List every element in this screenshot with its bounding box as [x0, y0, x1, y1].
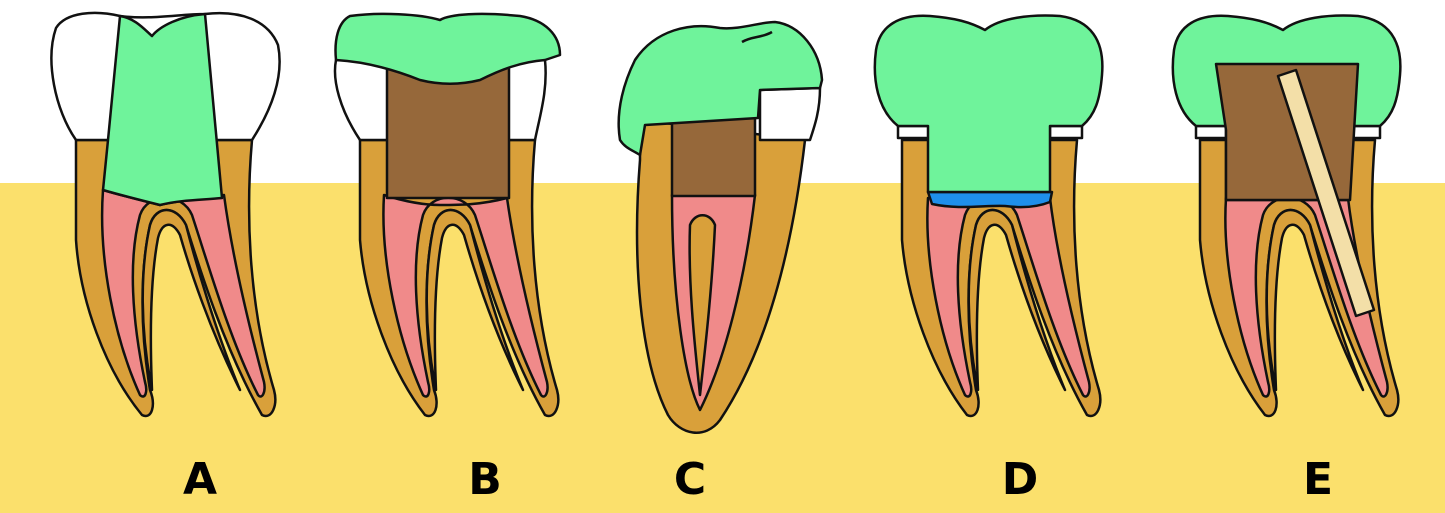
label-d: D [1002, 454, 1039, 505]
tooth-c-enamel [760, 88, 820, 140]
tooth-e-enamel-left [1196, 126, 1228, 138]
label-b: B [468, 454, 502, 505]
tooth-d-enamel-right [1050, 126, 1082, 138]
label-a: A [183, 454, 217, 505]
tooth-d-enamel-left [898, 126, 930, 138]
tooth-d-liner [928, 192, 1052, 207]
label-e: E [1303, 454, 1333, 505]
tooth-a-restoration [103, 14, 222, 205]
label-c: C [674, 454, 706, 505]
tooth-c-core [672, 118, 755, 196]
